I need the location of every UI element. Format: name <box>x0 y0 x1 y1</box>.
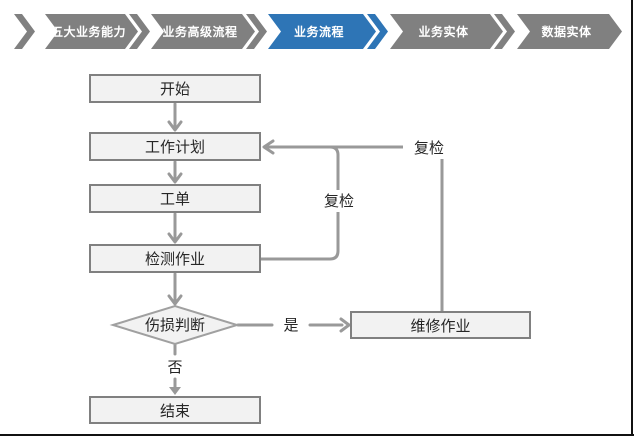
node-work-plan: 工作计划 <box>89 132 261 161</box>
node-start-label: 开始 <box>159 80 190 98</box>
nav-item-five-capabilities[interactable]: 五大业务能力 <box>45 14 138 49</box>
nav-item-high-level-process[interactable]: 业务高级流程 <box>151 14 255 49</box>
node-inspection-job: 检测作业 <box>89 244 261 273</box>
arrowhead-right-icon <box>339 317 351 333</box>
page-bottom-border <box>0 434 634 436</box>
nav-item-label: 业务流程 <box>293 25 344 39</box>
arrowhead-down-icon <box>167 294 183 306</box>
node-repair-job-label: 维修作业 <box>410 316 471 335</box>
node-repair-job: 维修作业 <box>350 311 531 339</box>
arrowhead-down-icon <box>167 172 183 184</box>
edge-label-no: 否 <box>167 358 183 376</box>
nav-item-label: 数据实体 <box>541 25 592 39</box>
edge-label-yes: 是 <box>283 316 299 334</box>
connector-inspect-plan-recheck <box>259 145 340 261</box>
node-end: 结束 <box>89 396 261 424</box>
nav-item-business-process-active[interactable]: 业务流程 <box>268 14 376 49</box>
edge-label-recheck-top: 复检 <box>403 137 455 159</box>
nav-item-label: 业务实体 <box>418 25 469 39</box>
arrowhead-down-icon <box>167 120 183 132</box>
decision-diamond-shape <box>109 304 241 346</box>
arrowhead-down-solid-icon <box>169 387 181 395</box>
connector-repair-plan-recheck <box>265 145 444 313</box>
node-damage-decision-label: 伤损判断 <box>144 316 205 334</box>
node-end-label: 结束 <box>159 401 190 420</box>
node-inspection-job-label: 检测作业 <box>144 250 205 268</box>
arrowhead-left-icon <box>262 139 275 155</box>
node-work-order-label: 工单 <box>159 190 190 208</box>
arrowhead-down-icon <box>167 232 183 244</box>
edge-label-recheck-mid: 复检 <box>313 190 365 212</box>
nav-item-label: 业务高级流程 <box>162 25 238 39</box>
node-start: 开始 <box>89 74 261 103</box>
node-work-plan-label: 工作计划 <box>144 138 205 156</box>
node-work-order: 工单 <box>89 184 261 213</box>
page-right-border <box>631 0 633 436</box>
nav-item-label: 五大业务能力 <box>50 25 126 39</box>
nav-item-business-entity[interactable]: 业务实体 <box>390 14 503 49</box>
nav-item-data-entity[interactable]: 数据实体 <box>517 14 622 49</box>
